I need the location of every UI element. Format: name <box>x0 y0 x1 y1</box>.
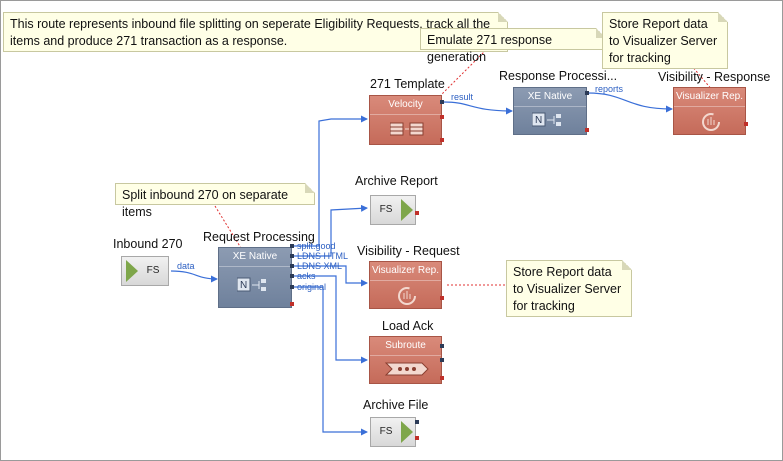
title-271-template: 271 Template <box>370 77 445 91</box>
subroute-header: Subroute <box>370 337 441 356</box>
note-fold-icon <box>498 12 508 22</box>
note-route-description-text: This route represents inbound file split… <box>10 17 491 48</box>
port-label-acks: acks <box>297 271 316 281</box>
port-acks[interactable] <box>290 274 294 278</box>
xe-native-header: XE Native <box>219 248 291 267</box>
port-archive-file-out[interactable] <box>415 420 419 424</box>
load-ack-subroute-node[interactable]: Subroute <box>369 336 442 384</box>
visualizer-header: Visualizer Rep. <box>370 262 441 281</box>
wire-data <box>170 270 218 283</box>
archive-report-fs-node[interactable]: FS <box>370 195 416 225</box>
inbound-fs-node[interactable]: FS <box>121 256 169 286</box>
title-load-ack: Load Ack <box>382 319 434 333</box>
port-error[interactable] <box>290 302 294 306</box>
wire-split-good <box>294 115 368 247</box>
note-fold-icon <box>718 12 728 22</box>
file-arrow-icon <box>126 260 138 282</box>
note-emulate-271-text: Emulate 271 response generation <box>427 33 553 64</box>
port-visualizer-request-out[interactable] <box>440 296 444 300</box>
note-split-inbound-text: Split inbound 270 on separate items <box>122 188 289 219</box>
note-store-report-top-text: Store Report data to Visualizer Server f… <box>609 17 718 65</box>
port-label-ldns-xml: LDNS XML <box>297 261 343 271</box>
visualizer-gauge-icon <box>702 113 720 131</box>
file-arrow-icon <box>401 199 413 221</box>
port-response-error[interactable] <box>585 128 589 132</box>
velocity-header: Velocity <box>370 96 441 115</box>
fs-label: FS <box>379 426 393 437</box>
port-split-good[interactable] <box>290 244 294 248</box>
title-archive-file: Archive File <box>363 398 429 412</box>
port-visualizer-response-out[interactable] <box>744 122 748 126</box>
note-fold-icon <box>305 183 315 193</box>
port-ldns-html[interactable] <box>290 254 294 258</box>
note-link-emulate <box>436 46 490 100</box>
title-visibility-response: Visibility - Response <box>658 70 771 84</box>
port-label-original: original <box>297 282 327 292</box>
port-subroute-error[interactable] <box>440 376 444 380</box>
title-inbound-270: Inbound 270 <box>113 237 183 251</box>
note-store-report-mid[interactable]: Store Report data to Visualizer Server f… <box>506 260 632 317</box>
visualizer-header: Visualizer Rep. <box>674 88 745 107</box>
svg-text:N: N <box>535 115 542 126</box>
wire-ldns-xml <box>294 265 368 287</box>
title-archive-report: Archive Report <box>355 174 438 188</box>
port-ldns-xml[interactable] <box>290 264 294 268</box>
port-result[interactable] <box>440 100 444 104</box>
title-visibility-request: Visibility - Request <box>357 244 460 258</box>
template-icon <box>390 122 424 136</box>
wire-reports <box>587 92 673 113</box>
wire-ldns-html <box>294 204 368 257</box>
fs-label: FS <box>379 204 393 215</box>
port-label-result: result <box>451 92 474 102</box>
port-velocity-out[interactable] <box>440 115 444 119</box>
port-reports[interactable] <box>585 91 589 95</box>
svg-text:N: N <box>240 280 247 291</box>
note-fold-icon <box>622 260 632 270</box>
port-label-data: data <box>177 261 195 271</box>
port-label-ldns-html: LDNS HTML <box>297 251 349 261</box>
xe-native-icon: N <box>237 277 266 292</box>
visualizer-response-node[interactable]: Visualizer Rep. <box>673 87 746 135</box>
title-response-processing: Response Processi... <box>499 69 618 83</box>
note-fold-icon <box>596 28 606 38</box>
fs-label: FS <box>146 265 160 276</box>
note-emulate-271[interactable]: Emulate 271 response generation <box>420 28 606 64</box>
port-label-split-good: split.good <box>297 241 336 251</box>
note-store-report-top[interactable]: Store Report data to Visualizer Server f… <box>602 12 728 69</box>
port-archive-report-error[interactable] <box>415 211 419 215</box>
note-split-inbound[interactable]: Split inbound 270 on separate items <box>115 183 315 219</box>
wire-result <box>443 101 513 115</box>
xe-native-header: XE Native <box>514 88 586 107</box>
port-velocity-error[interactable] <box>440 138 444 142</box>
note-store-report-mid-text: Store Report data to Visualizer Server f… <box>513 265 622 313</box>
port-subroute-out-2[interactable] <box>440 358 444 362</box>
file-arrow-icon <box>401 421 413 443</box>
subroute-icon <box>384 362 429 376</box>
request-processing-node[interactable]: XE Native N <box>218 247 292 308</box>
note-link-store-top <box>690 64 714 92</box>
response-processing-node[interactable]: XE Native N <box>513 87 587 135</box>
visualizer-gauge-icon <box>398 287 416 305</box>
wire-original <box>294 286 368 436</box>
note-link-split <box>214 205 242 249</box>
velocity-template-node[interactable]: Velocity <box>369 95 442 145</box>
port-archive-file-error[interactable] <box>415 436 419 440</box>
visualizer-request-node[interactable]: Visualizer Rep. <box>369 261 442 309</box>
wire-acks <box>294 275 368 364</box>
title-request-processing: Request Processing <box>203 230 315 244</box>
archive-file-fs-node[interactable]: FS <box>370 417 416 447</box>
port-original[interactable] <box>290 285 294 289</box>
xe-native-icon: N <box>532 112 561 127</box>
port-label-reports: reports <box>595 84 624 94</box>
port-subroute-out-1[interactable] <box>440 344 444 348</box>
